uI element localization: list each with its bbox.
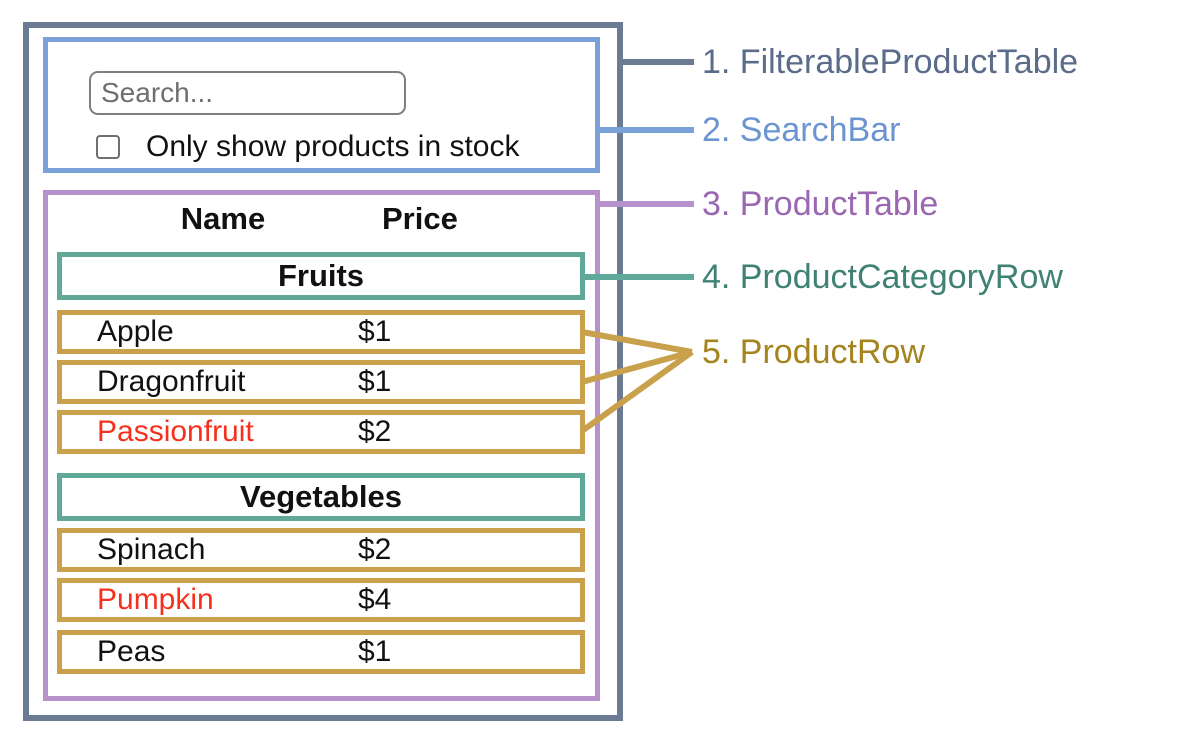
category-row-vegetables: Vegetables	[57, 473, 585, 521]
column-header-name: Name	[180, 201, 266, 236]
product-row-peas: Peas $1	[57, 630, 585, 674]
product-row-passionfruit: Passionfruit $2	[57, 410, 585, 454]
product-name: Dragonfruit	[97, 365, 246, 398]
product-price: $2	[358, 415, 392, 448]
annotation-search-bar: 2. SearchBar	[702, 111, 901, 149]
product-name: Apple	[97, 315, 174, 348]
product-price: $2	[358, 533, 392, 566]
product-name: Passionfruit	[97, 415, 254, 448]
product-name: Pumpkin	[97, 583, 214, 616]
annotation-filterable-product-table: 1. FilterableProductTable	[702, 43, 1079, 81]
product-row-dragonfruit: Dragonfruit $1	[57, 360, 585, 404]
annotation-product-row: 5. ProductRow	[702, 333, 925, 371]
product-price: $1	[358, 365, 392, 398]
category-label: Vegetables	[240, 479, 402, 514]
product-name: Peas	[97, 635, 166, 668]
column-header-price: Price	[382, 201, 458, 236]
annotation-product-category-row: 4. ProductCategoryRow	[702, 258, 1063, 296]
category-row-fruits: Fruits	[57, 252, 585, 300]
annotation-product-table: 3. ProductTable	[702, 185, 939, 223]
in-stock-checkbox-label: Only show products in stock	[146, 130, 520, 163]
product-price: $1	[358, 635, 392, 668]
product-price: $1	[358, 315, 392, 348]
category-label: Fruits	[277, 258, 365, 293]
product-price: $4	[358, 583, 392, 616]
in-stock-checkbox[interactable]	[96, 135, 120, 159]
product-name: Spinach	[97, 533, 206, 566]
search-input[interactable]	[89, 71, 406, 115]
product-row-spinach: Spinach $2	[57, 528, 585, 572]
product-row-apple: Apple $1	[57, 310, 585, 354]
stock-filter-row: Only show products in stock	[96, 130, 520, 163]
product-row-pumpkin: Pumpkin $4	[57, 578, 585, 622]
